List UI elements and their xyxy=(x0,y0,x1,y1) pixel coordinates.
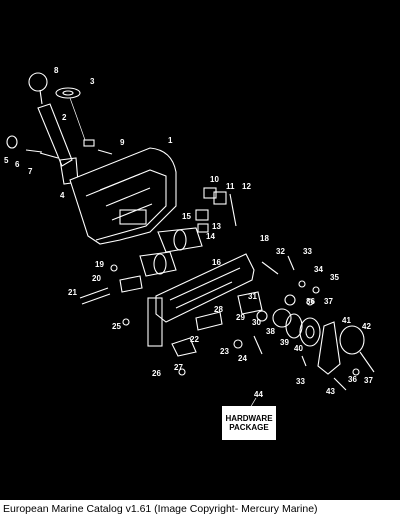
part-housing xyxy=(69,147,177,245)
callout-15: 15 xyxy=(182,212,191,221)
callout-21: 21 xyxy=(68,288,77,297)
callout-41: 41 xyxy=(342,316,351,325)
callout-40: 40 xyxy=(294,344,303,353)
callout-43: 43 xyxy=(326,387,335,396)
diagram-svg xyxy=(6,72,375,409)
callout-44: 44 xyxy=(254,390,263,399)
callout-37-bottom: 37 xyxy=(364,376,373,385)
callout-1: 1 xyxy=(168,136,173,145)
callout-14: 14 xyxy=(206,232,215,241)
exploded-parts-diagram: 8 3 2 9 1 5 6 7 4 10 11 12 15 13 14 18 1… xyxy=(0,0,400,500)
callout-38: 38 xyxy=(266,327,275,336)
callout-32: 32 xyxy=(276,247,285,256)
callout-layer: 8 3 2 9 1 5 6 7 4 10 11 12 15 13 14 18 1… xyxy=(4,66,373,399)
callout-2: 2 xyxy=(62,113,67,122)
callout-36-top: 36 xyxy=(306,297,315,306)
part-screw xyxy=(97,149,113,155)
callout-6: 6 xyxy=(15,160,20,169)
part-cam-pulley xyxy=(299,317,321,347)
callout-37-top: 37 xyxy=(324,297,333,306)
callout-22: 22 xyxy=(190,335,199,344)
callout-42: 42 xyxy=(362,322,371,331)
callout-29: 29 xyxy=(236,313,245,322)
part-grommet xyxy=(55,87,81,99)
part-handle-arm xyxy=(37,103,73,167)
callout-34: 34 xyxy=(314,265,323,274)
part-knob-ball xyxy=(28,72,48,92)
callout-28: 28 xyxy=(214,305,223,314)
hardware-package-line2: PACKAGE xyxy=(229,423,269,432)
callout-30: 30 xyxy=(252,318,261,327)
callout-31: 31 xyxy=(248,292,257,301)
callout-27: 27 xyxy=(174,363,183,372)
callout-9: 9 xyxy=(120,138,125,147)
callout-39: 39 xyxy=(280,338,289,347)
callout-11: 11 xyxy=(226,182,235,191)
callout-16: 16 xyxy=(212,258,221,267)
callout-24: 24 xyxy=(238,354,247,363)
callout-4: 4 xyxy=(60,191,65,200)
callout-25: 25 xyxy=(112,322,121,331)
part-base-plate xyxy=(155,253,255,323)
callout-36-bottom: 36 xyxy=(348,375,357,384)
callout-13: 13 xyxy=(212,222,221,231)
callout-26: 26 xyxy=(152,369,161,378)
part-spring-clip xyxy=(6,135,18,149)
callout-8: 8 xyxy=(54,66,59,75)
callout-20: 20 xyxy=(92,274,101,283)
part-detent-block xyxy=(203,187,217,199)
callout-35: 35 xyxy=(330,273,339,282)
callout-18: 18 xyxy=(260,234,269,243)
callout-33-top: 33 xyxy=(303,247,312,256)
callout-33-bottom: 33 xyxy=(296,377,305,386)
callout-3: 3 xyxy=(90,77,95,86)
callout-19: 19 xyxy=(95,260,104,269)
callout-12: 12 xyxy=(242,182,251,191)
callout-10: 10 xyxy=(210,175,219,184)
callout-23: 23 xyxy=(220,347,229,356)
part-washer xyxy=(272,308,292,328)
callout-5: 5 xyxy=(4,156,9,165)
image-caption: European Marine Catalog v1.61 (Image Cop… xyxy=(3,503,318,515)
part-shaft-assembly xyxy=(157,227,203,253)
callout-7: 7 xyxy=(28,167,33,176)
hardware-package-line1: HARDWARE xyxy=(225,414,273,423)
hardware-package-box: HARDWARE PACKAGE xyxy=(222,406,276,440)
